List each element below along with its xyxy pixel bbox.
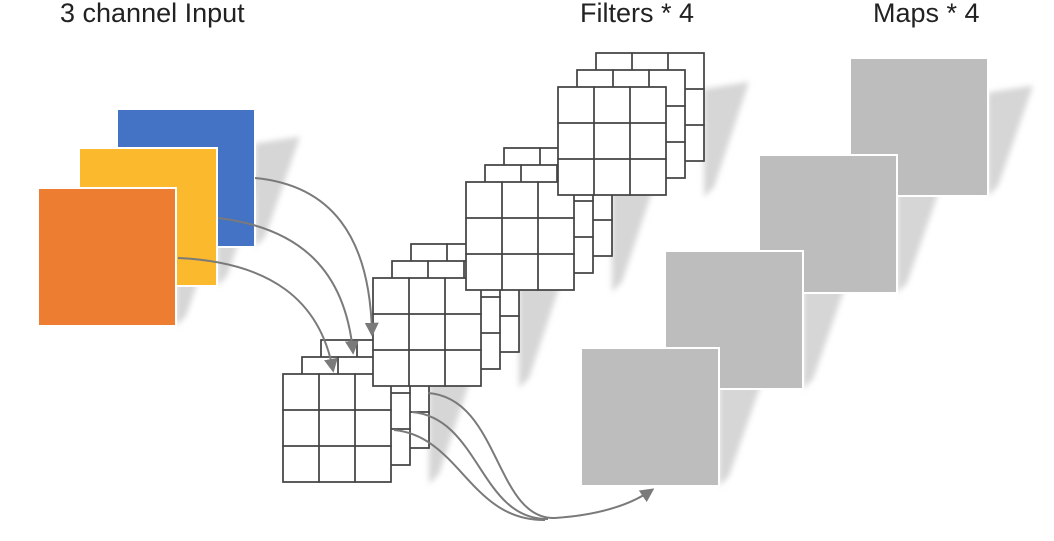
maps-label: Maps * 4 — [873, 0, 980, 28]
filter-layer-frame — [282, 373, 392, 483]
feature-map-4 — [580, 347, 720, 487]
map-3-shadow — [803, 278, 848, 389]
filter-cell — [629, 158, 667, 196]
arrows — [177, 177, 655, 522]
arrow-channel-2-to-filter — [217, 217, 359, 355]
input-channel-red — [37, 187, 177, 327]
filter-1-layer-1 — [282, 373, 392, 483]
filter-layer-frame — [372, 277, 482, 387]
filter-3-layer-1 — [465, 181, 575, 291]
filter-4-layer-1 — [557, 86, 667, 196]
map-2-shadow — [897, 182, 942, 293]
feature-maps — [580, 57, 989, 487]
filter-layer-frame — [465, 181, 575, 291]
filter-cell — [537, 253, 575, 291]
filter-2-shadow — [519, 272, 564, 388]
filters — [282, 52, 705, 483]
arrow-filter-to-map-1 — [427, 392, 655, 520]
filter-layer-frame — [557, 86, 667, 196]
input-channel-blue-shadow — [255, 136, 300, 247]
filter-cell — [444, 349, 482, 387]
arrow-filter-to-map-3 — [393, 429, 546, 522]
filter-2-layer-1 — [372, 277, 482, 387]
arrow-filter-to-map-2 — [411, 411, 549, 521]
filter-3-shadow — [612, 176, 657, 292]
filters-label: Filters * 4 — [580, 0, 695, 28]
filter-1-shadow — [429, 368, 474, 484]
filter-4-shadow — [704, 81, 749, 197]
arrow-channel-1-to-filter — [254, 177, 379, 337]
input-label: 3 channel Input — [60, 0, 245, 28]
filter-4 — [557, 52, 705, 196]
arrow-channel-3-to-filter — [177, 257, 338, 373]
filter-cell — [354, 445, 392, 483]
map-4-shadow — [719, 375, 764, 486]
map-1-shadow — [988, 85, 1033, 196]
input-channels — [37, 108, 256, 327]
